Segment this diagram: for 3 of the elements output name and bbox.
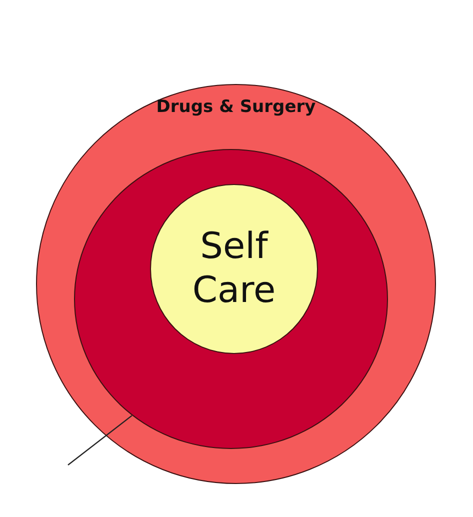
zone-heading: Drugs & Surgery xyxy=(155,97,317,117)
center-label: Self Care xyxy=(191,225,277,313)
leader-line xyxy=(68,415,132,466)
